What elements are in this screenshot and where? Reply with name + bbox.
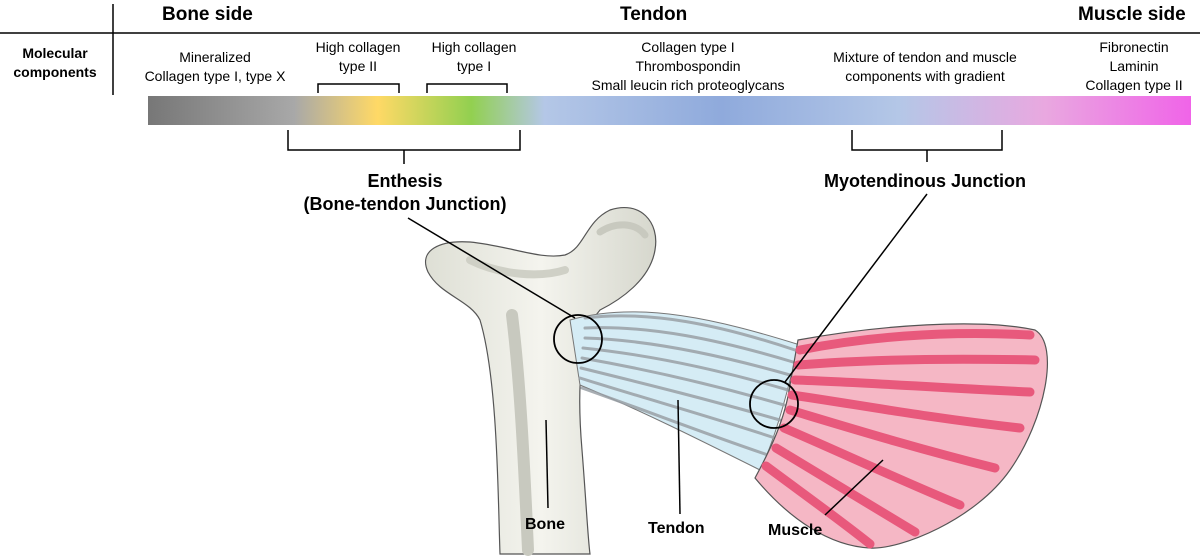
- myotendinous-circle: [749, 379, 799, 429]
- tendon-leader-line: [677, 399, 681, 515]
- mixture-components: Mixture of tendon and muscle components …: [833, 49, 1017, 84]
- collagen-ii-components: High collagen type II: [315, 39, 401, 74]
- myotendinous-leader-line: [784, 193, 928, 383]
- bone-side-header: Bone side: [162, 4, 253, 25]
- muscle-illustration: [754, 323, 1048, 549]
- tendon-illustration: [569, 311, 801, 471]
- muscle-components: Fibronectin Laminin Collagen type II: [1085, 39, 1183, 93]
- enthesis-bracket: [287, 130, 521, 164]
- collagen-i-components: High collagen type I: [431, 39, 517, 74]
- myotendinous-junction-label: Myotendinous Junction: [824, 171, 1026, 191]
- muscle-leader-line: [824, 459, 884, 516]
- myotendinous-bracket: [851, 130, 1003, 162]
- molecular-gradient-bar: [148, 96, 1191, 125]
- tendon-header: Tendon: [620, 4, 688, 25]
- enthesis-circle: [553, 314, 603, 364]
- bone-leader-line: [545, 419, 549, 509]
- bone-illustration: [425, 207, 657, 556]
- enthesis-label: Enthesis (Bone-tendon Junction): [303, 171, 507, 214]
- bone-label: Bone: [525, 516, 565, 533]
- muscle-label: Muscle: [768, 522, 823, 539]
- enthesis-leader-line: [407, 217, 576, 319]
- tendon-components: Collagen type I Thrombospondin Small leu…: [591, 39, 785, 93]
- muscle-side-header: Muscle side: [1078, 4, 1186, 25]
- molecular-components-header: Molecular components: [13, 45, 97, 80]
- collagen-ii-bracket: [317, 83, 400, 93]
- bone-components: Mineralized Collagen type I, type X: [144, 49, 286, 84]
- collagen-i-bracket: [426, 83, 508, 93]
- tendon-label: Tendon: [648, 520, 705, 537]
